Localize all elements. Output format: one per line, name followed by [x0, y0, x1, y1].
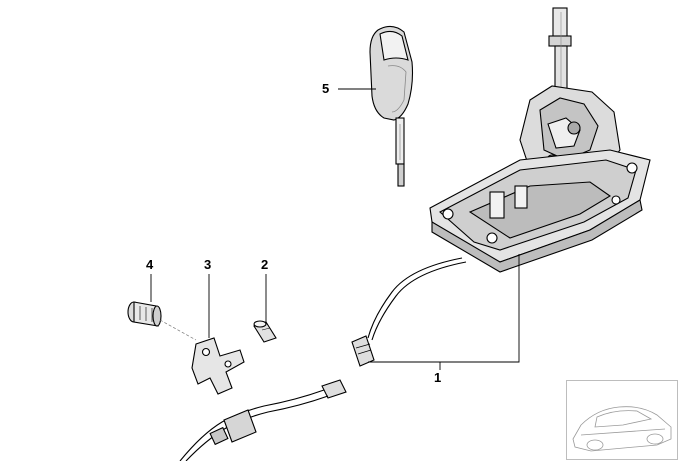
callout-part-4: 4: [146, 257, 154, 272]
selector-cable-illustration: [179, 257, 467, 461]
bolt-illustration: [127, 301, 162, 327]
vehicle-thumbnail: [566, 380, 678, 460]
dash-leader-4: [159, 319, 197, 341]
pin-illustration: [253, 320, 277, 343]
leader-lines-1: [368, 254, 520, 370]
callout-part-3: 3: [204, 257, 212, 272]
callout-part-2: 2: [261, 257, 269, 272]
shifter-assembly-illustration: [429, 7, 651, 273]
gear-knob-illustration: [369, 25, 414, 187]
callout-part-1: 1: [434, 370, 442, 385]
bracket-illustration: [191, 337, 245, 395]
callout-part-5: 5: [322, 81, 330, 96]
car-outline-icon: [572, 406, 672, 452]
